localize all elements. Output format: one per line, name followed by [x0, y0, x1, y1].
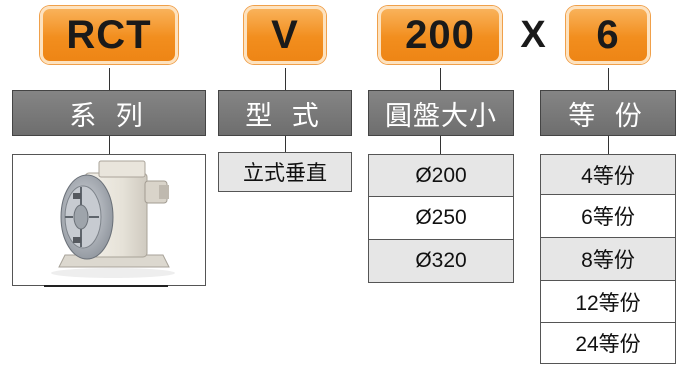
code-badge-type: V	[244, 6, 326, 64]
header-disk: 圓盤大小	[368, 90, 514, 136]
connector-disk	[440, 68, 441, 90]
division-option-12: 12等份	[540, 281, 676, 323]
image-underline	[44, 285, 168, 287]
division-option-8: 8等份	[540, 238, 676, 281]
multiply-sign: X	[520, 13, 546, 56]
connector-divisions-2	[608, 136, 609, 154]
disk-option-320: Ø320	[368, 240, 514, 283]
connector-series-2	[109, 136, 110, 154]
connector-series	[109, 68, 110, 90]
division-option-4: 4等份	[540, 154, 676, 195]
division-option-6: 6等份	[540, 195, 676, 238]
code-badge-divisions: 6	[566, 6, 650, 64]
division-option-24: 24等份	[540, 323, 676, 364]
connector-divisions	[608, 68, 609, 90]
header-type: 型 式	[218, 90, 352, 136]
disk-option-200: Ø200	[368, 154, 514, 197]
header-divisions: 等 份	[540, 90, 676, 136]
code-badge-series: RCT	[40, 6, 178, 64]
type-option: 立式垂直	[218, 152, 352, 192]
disk-option-250: Ø250	[368, 197, 514, 240]
connector-disk-2	[440, 136, 441, 154]
header-series: 系 列	[12, 90, 206, 136]
connector-type-2	[285, 136, 286, 152]
code-badge-disk: 200	[378, 6, 502, 64]
product-image-box	[12, 154, 206, 286]
connector-type	[285, 68, 286, 90]
rotary-table-icon	[51, 160, 175, 278]
